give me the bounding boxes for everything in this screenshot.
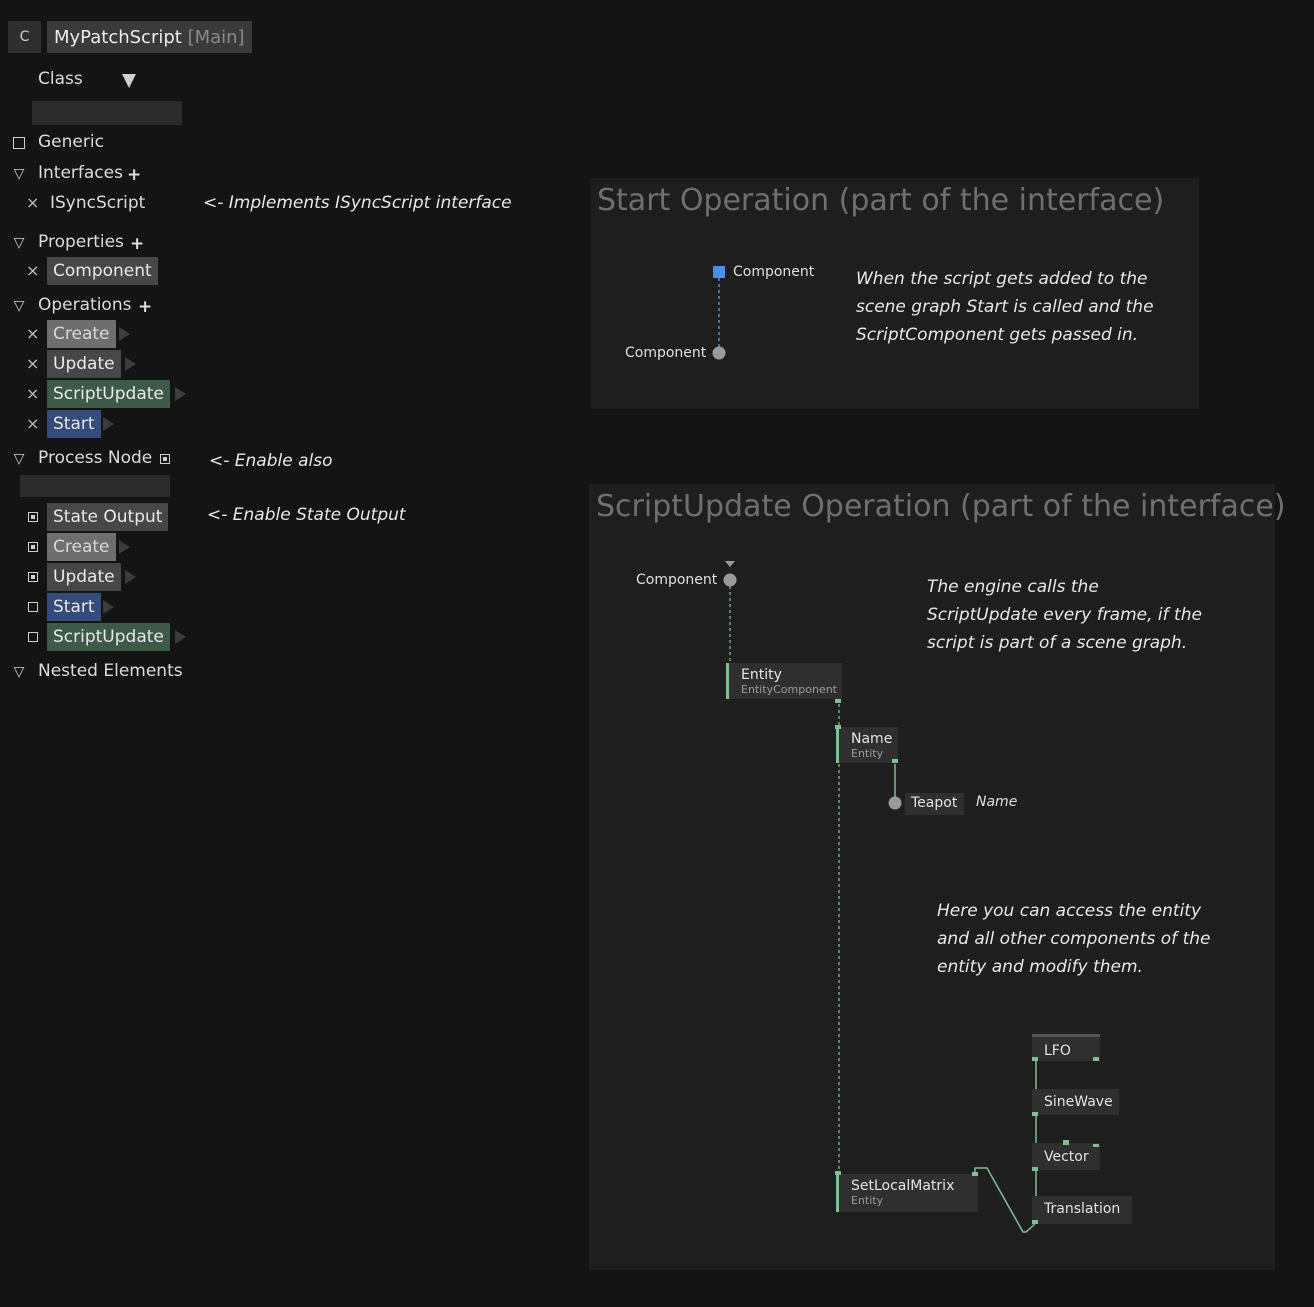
operation-create[interactable]: Create bbox=[47, 320, 116, 348]
sinewave-node[interactable]: SineWave bbox=[1032, 1089, 1119, 1115]
add-property-icon[interactable]: + bbox=[130, 234, 145, 254]
node-subtitle: EntityComponent bbox=[741, 683, 837, 696]
node-title: SetLocalMatrix bbox=[851, 1178, 955, 1194]
setlocalmatrix-node[interactable]: SetLocalMatrix Entity bbox=[836, 1174, 978, 1212]
operation-arrow-icon bbox=[175, 387, 186, 401]
scriptupdate-operation-panel[interactable] bbox=[589, 484, 1275, 1270]
process-scriptupdate-checkbox[interactable] bbox=[28, 632, 38, 642]
process-state-output[interactable]: State Output bbox=[47, 503, 169, 531]
process-node-label: Process Node bbox=[38, 448, 153, 468]
add-interface-icon[interactable]: + bbox=[127, 165, 142, 185]
annotation-implements: <- Implements ISyncScript interface bbox=[203, 193, 512, 213]
node-subtitle: Entity bbox=[851, 1194, 884, 1207]
node-pins bbox=[835, 699, 1099, 1224]
start-panel-note: When the script gets added to the scene … bbox=[856, 269, 1154, 345]
operation-update[interactable]: Update bbox=[47, 350, 121, 378]
scriptupdate-links bbox=[723, 561, 1037, 1233]
node-title: Entity bbox=[741, 667, 782, 683]
state-output-checkbox[interactable] bbox=[28, 512, 38, 522]
vector-node[interactable]: Vector bbox=[1032, 1143, 1100, 1170]
process-node-checkbox[interactable] bbox=[160, 454, 170, 464]
entity-node[interactable]: Entity EntityComponent bbox=[726, 663, 842, 699]
process-create[interactable]: Create bbox=[47, 533, 116, 561]
update-pin-component-label: Component bbox=[636, 572, 718, 588]
interfaces-expand-icon[interactable]: ▽ bbox=[13, 166, 25, 182]
operation-scriptupdate[interactable]: ScriptUpdate bbox=[47, 380, 170, 408]
generic-checkbox[interactable] bbox=[13, 137, 25, 149]
operation-arrow-icon bbox=[119, 540, 130, 554]
process-node-field[interactable] bbox=[20, 475, 170, 497]
add-operation-icon[interactable]: + bbox=[138, 297, 153, 317]
nested-expand-icon[interactable]: ▽ bbox=[13, 664, 25, 680]
remove-interface-icon[interactable]: × bbox=[26, 193, 40, 212]
start-panel-title: Start Operation (part of the interface) bbox=[597, 183, 1165, 218]
title-name: MyPatchScript bbox=[54, 26, 182, 48]
start-panel-links bbox=[712, 266, 726, 360]
node-subtitle: Entity bbox=[851, 747, 884, 760]
operation-arrow-icon bbox=[103, 417, 114, 431]
process-update-checkbox[interactable] bbox=[28, 572, 38, 582]
teapot-iobox[interactable]: Teapot bbox=[905, 793, 965, 815]
scriptupdate-panel-title: ScriptUpdate Operation (part of the inte… bbox=[596, 489, 1286, 524]
class-dropdown-icon[interactable] bbox=[122, 74, 136, 88]
properties-label: Properties bbox=[38, 232, 124, 252]
remove-operation-icon[interactable]: × bbox=[26, 414, 40, 433]
process-start-checkbox[interactable] bbox=[28, 602, 38, 612]
translation-node[interactable]: Translation bbox=[1032, 1196, 1132, 1224]
process-node-expand-icon[interactable]: ▽ bbox=[13, 451, 25, 467]
annotation-enable-state: <- Enable State Output bbox=[207, 505, 406, 525]
pin-square-icon bbox=[713, 266, 725, 278]
remove-operation-icon[interactable]: × bbox=[26, 354, 40, 373]
property-component[interactable]: Component bbox=[47, 257, 158, 285]
interfaces-label: Interfaces bbox=[38, 163, 123, 183]
start-pin-top-label: Component bbox=[733, 264, 815, 280]
nested-elements-label: Nested Elements bbox=[38, 661, 183, 681]
start-pin-bottom-label: Component bbox=[625, 345, 707, 361]
lfo-node[interactable]: LFO bbox=[1032, 1034, 1100, 1061]
operation-arrow-icon bbox=[119, 327, 130, 341]
name-pin-label: Name bbox=[976, 794, 1018, 810]
process-scriptupdate[interactable]: ScriptUpdate bbox=[47, 623, 170, 651]
title-tag: [Main] bbox=[187, 26, 245, 48]
class-label: Class bbox=[38, 69, 83, 89]
interface-item[interactable]: ISyncScript bbox=[50, 193, 146, 213]
pin-circle-icon bbox=[888, 796, 902, 810]
process-update[interactable]: Update bbox=[47, 563, 121, 591]
operation-arrow-icon bbox=[103, 600, 114, 614]
category-field[interactable] bbox=[32, 101, 182, 125]
pin-circle-icon bbox=[712, 346, 726, 360]
remove-property-icon[interactable]: × bbox=[26, 261, 40, 280]
start-operation-panel[interactable] bbox=[591, 178, 1199, 409]
operations-label: Operations bbox=[38, 295, 132, 315]
remove-operation-icon[interactable]: × bbox=[26, 384, 40, 403]
remove-operation-icon[interactable]: × bbox=[26, 324, 40, 343]
process-create-checkbox[interactable] bbox=[28, 542, 38, 552]
node-title: Name bbox=[851, 731, 893, 747]
operation-arrow-icon bbox=[125, 357, 136, 371]
type-badge[interactable]: C bbox=[8, 21, 41, 53]
operation-arrow-icon bbox=[125, 570, 136, 584]
name-node[interactable]: Name Entity bbox=[836, 727, 898, 763]
properties-expand-icon[interactable]: ▽ bbox=[13, 235, 25, 251]
annotation-enable-also: <- Enable also bbox=[209, 451, 333, 471]
operation-start[interactable]: Start bbox=[47, 410, 101, 438]
generic-label: Generic bbox=[38, 132, 104, 152]
arrow-down-icon bbox=[725, 561, 735, 567]
document-title[interactable]: MyPatchScript [Main] bbox=[47, 21, 252, 53]
operations-expand-icon[interactable]: ▽ bbox=[13, 298, 25, 314]
process-start[interactable]: Start bbox=[47, 593, 101, 621]
update-panel-note-2: Here you can access the entity and all o… bbox=[937, 901, 1211, 977]
pin-circle-icon bbox=[723, 573, 737, 587]
operation-arrow-icon bbox=[175, 630, 186, 644]
update-panel-note-1: The engine calls the ScriptUpdate every … bbox=[927, 577, 1202, 653]
